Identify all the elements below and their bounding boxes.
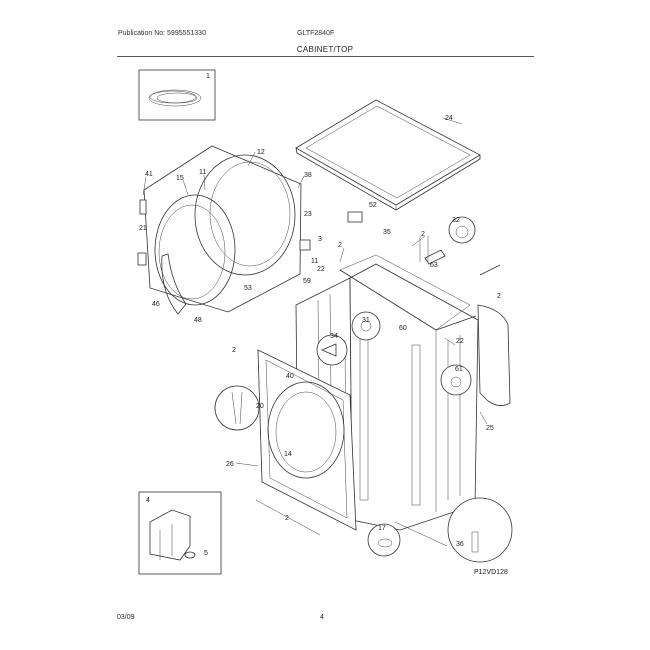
callout-35: 35 <box>383 229 391 236</box>
callout-61: 61 <box>455 366 463 373</box>
top-panel <box>295 99 481 211</box>
callout-26: 26 <box>226 461 234 468</box>
callout-2a: 2 <box>338 242 342 249</box>
leader-lines <box>142 117 488 547</box>
header-rule <box>117 56 534 57</box>
front-bulkhead <box>143 145 302 315</box>
callout-46: 46 <box>152 301 160 308</box>
callout-59: 59 <box>303 278 311 285</box>
callout-41: 41 <box>145 171 153 178</box>
callout-2c: 2 <box>497 293 501 300</box>
callout-11: 11 <box>199 169 206 176</box>
callout-15: 15 <box>176 175 184 182</box>
callout-53: 53 <box>244 285 252 292</box>
callout-34: 34 <box>330 333 338 340</box>
detail-circles <box>214 216 513 563</box>
callout-4: 4 <box>146 497 150 504</box>
model-number: GLTF2840F <box>297 30 335 37</box>
diagram-code: P12VD128 <box>474 569 508 576</box>
inset-hose-kit: 1 <box>138 69 216 121</box>
callout-21: 21 <box>139 225 147 232</box>
small-parts <box>137 199 501 276</box>
callout-23: 23 <box>304 211 312 218</box>
callout-25: 25 <box>486 425 494 432</box>
callout-11b: 11 <box>311 258 318 265</box>
callout-60: 60 <box>399 325 407 332</box>
publication-number: Publication No: 5995551330 <box>118 30 206 37</box>
front-panel <box>257 349 357 531</box>
callout-52: 52 <box>369 202 377 209</box>
callout-12: 12 <box>257 149 265 156</box>
callout-31: 31 <box>362 317 370 324</box>
callout-1: 1 <box>206 73 210 80</box>
callout-2e: 2 <box>285 515 289 522</box>
callout-24: 24 <box>445 115 453 122</box>
callout-63: 63 <box>430 262 438 269</box>
callout-22b: 22 <box>456 338 464 345</box>
section-title: CABINET/TOP <box>296 45 354 54</box>
callout-14: 14 <box>284 451 292 458</box>
callout-32: 32 <box>452 217 460 224</box>
inset-bracket-kit: 4 5 <box>138 491 222 575</box>
callout-3: 3 <box>318 236 322 243</box>
callout-22a: 22 <box>317 266 325 273</box>
page-number: 4 <box>320 614 324 621</box>
callout-48: 48 <box>194 317 202 324</box>
footer-date: 03/09 <box>117 614 135 621</box>
callout-38: 38 <box>304 172 312 179</box>
callout-2d: 2 <box>232 347 236 354</box>
callout-17: 17 <box>378 525 386 532</box>
callout-36: 36 <box>456 541 464 548</box>
callout-40: 40 <box>286 373 294 380</box>
callout-labels: 24 12 11 15 41 38 23 21 3 11 59 53 46 48… <box>139 115 508 576</box>
side-panel <box>477 304 511 406</box>
callout-5: 5 <box>204 550 208 557</box>
callout-2b: 2 <box>421 231 425 238</box>
callout-20: 20 <box>256 403 264 410</box>
